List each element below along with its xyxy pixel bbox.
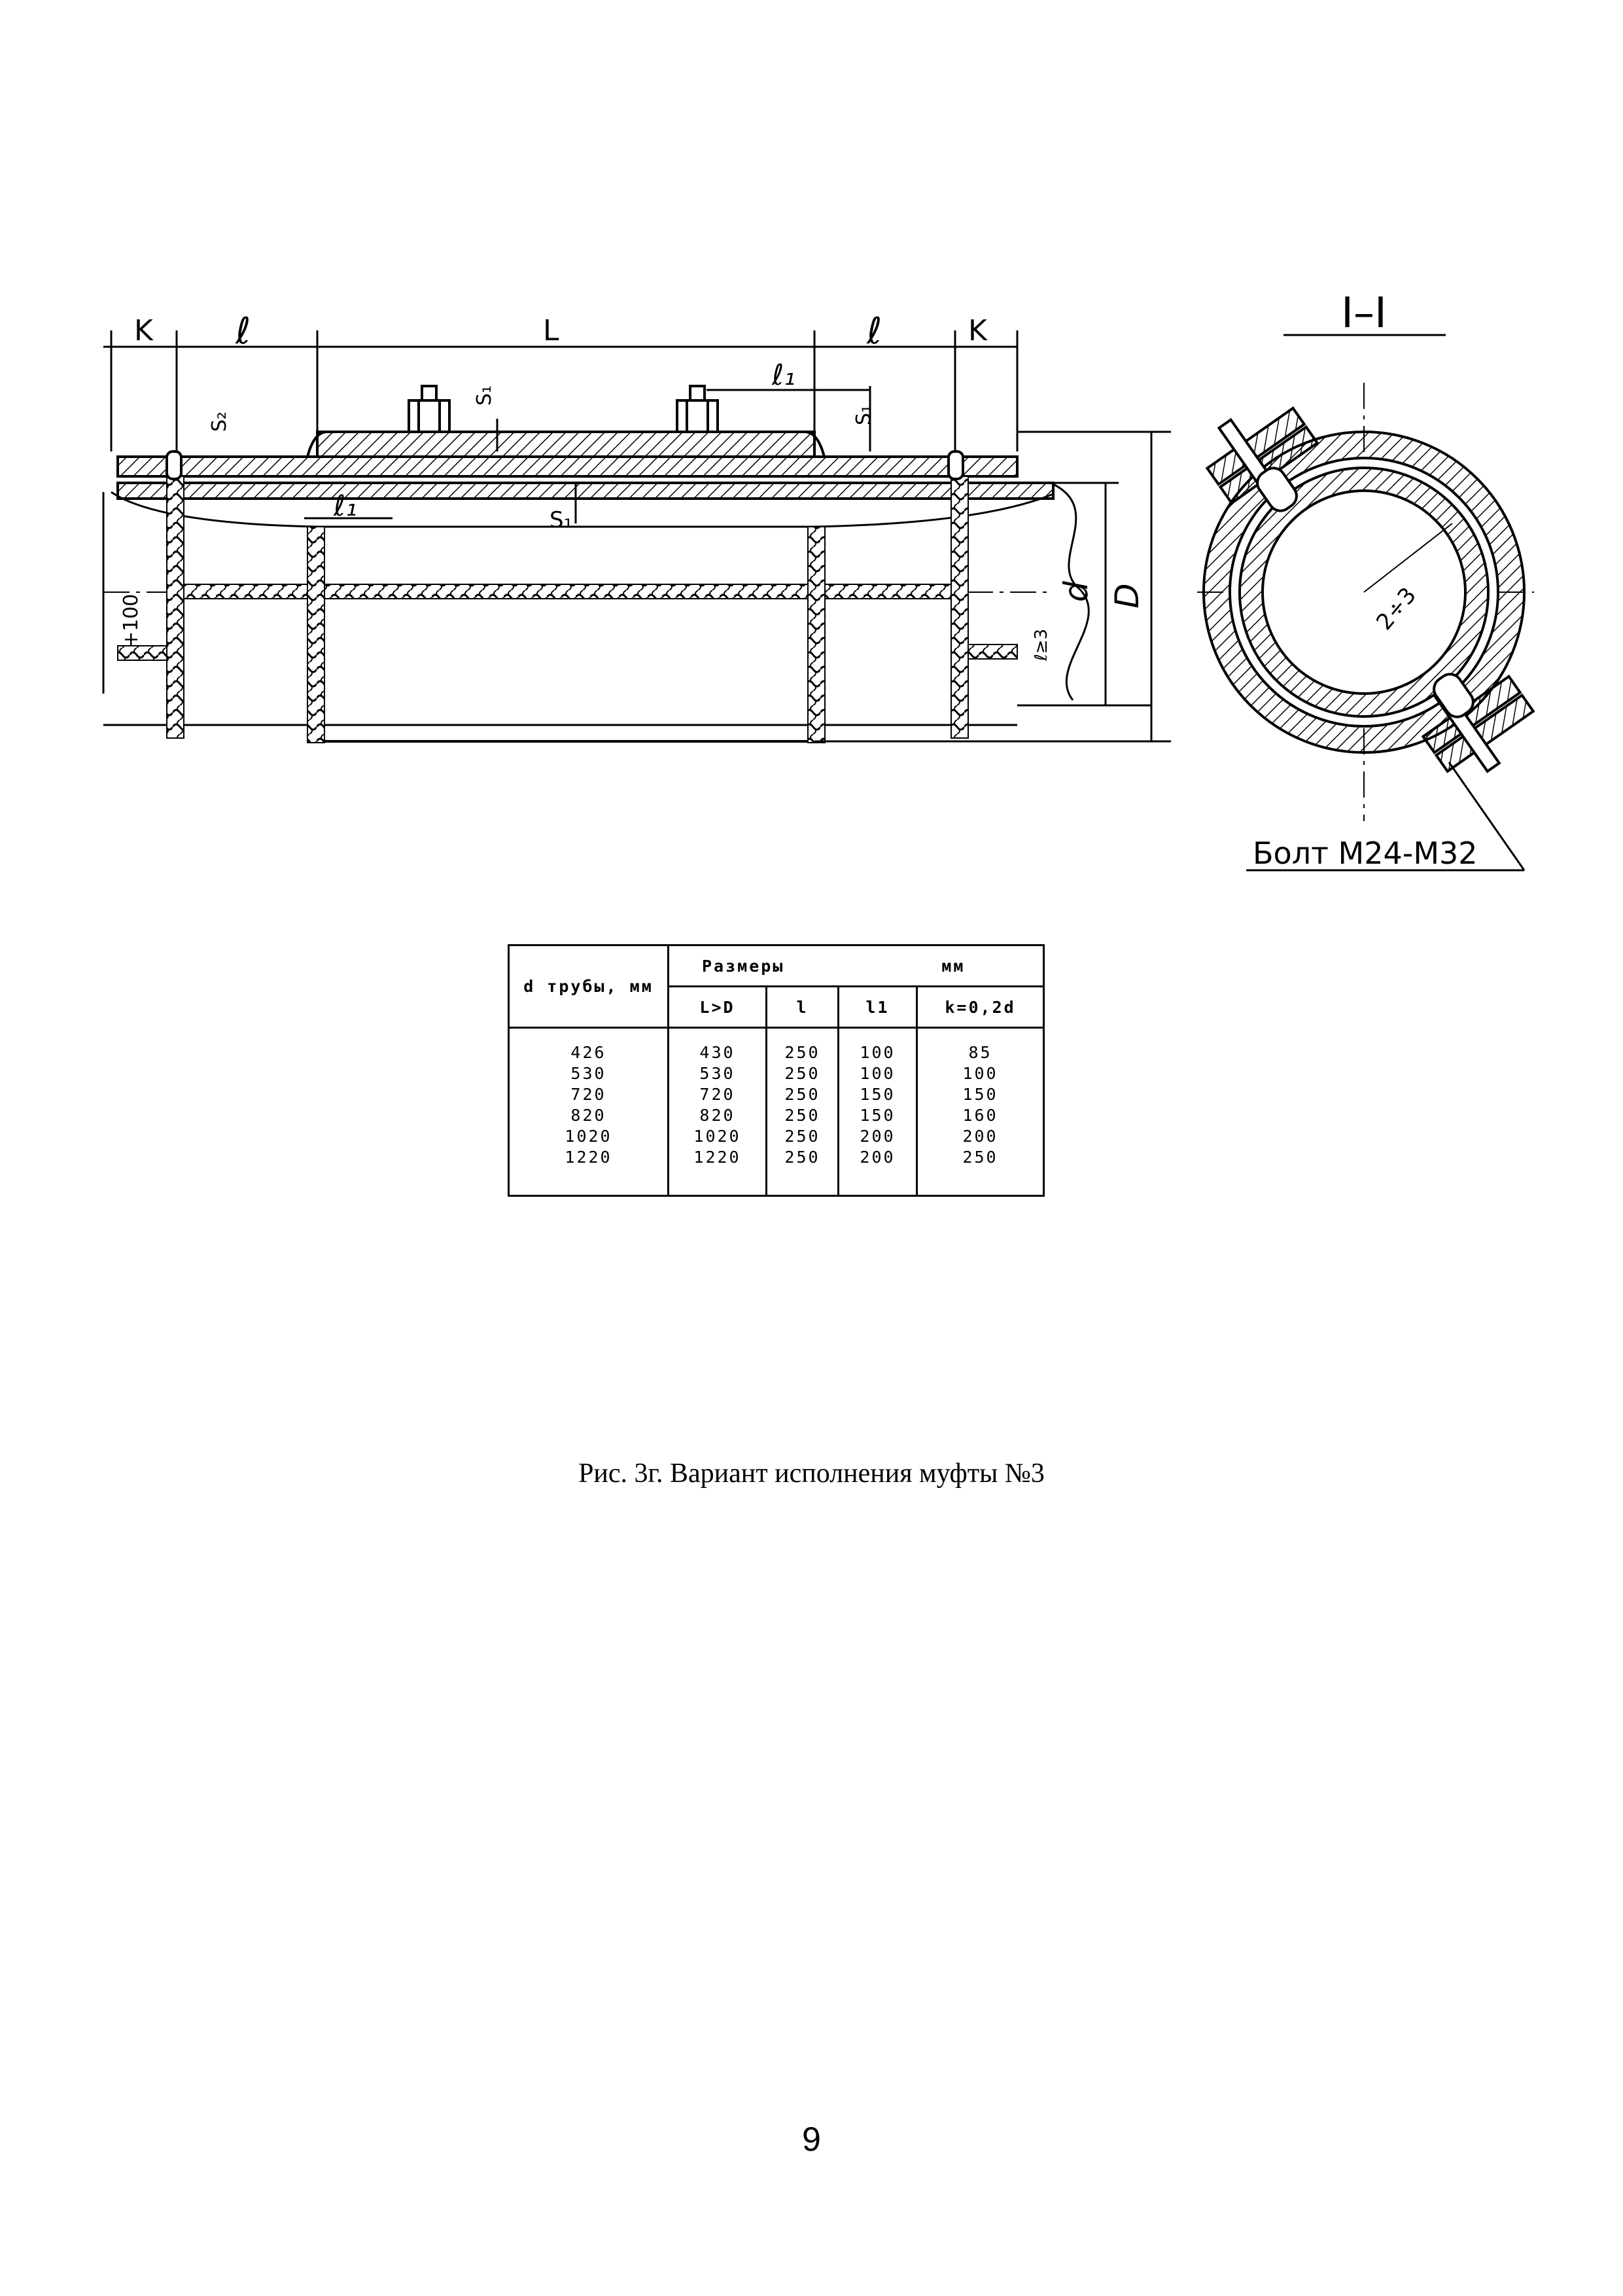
page-number: 9 — [802, 2121, 821, 2159]
cross-section-view — [1197, 334, 1535, 872]
bolt-right — [676, 385, 719, 433]
header-col-l1: l1 — [837, 985, 918, 1029]
dim-L: L — [543, 314, 559, 347]
dimensions-table: d трубы, мм Размеры мм L>D l l1 k=0,2d 42… — [508, 944, 1045, 1197]
dim-l3: ℓ≥3 — [1032, 629, 1051, 662]
bolt-label: Болт M24-M32 — [1253, 836, 1478, 871]
dim-s1-bottom: S₁ — [550, 507, 572, 533]
longitudinal-view — [102, 330, 1171, 743]
header-dimensions-label: Размеры — [702, 956, 785, 976]
dim-s1-top-right: S₁ — [852, 405, 875, 425]
header-dimensions: Размеры мм — [667, 944, 1045, 987]
dim-l1-top: ℓ₁ — [771, 359, 795, 392]
figure-caption: Рис. 3г. Вариант исполнения муфты №3 — [578, 1458, 1045, 1489]
header-col-l: l — [765, 985, 839, 1029]
dim-l-right: ℓ — [866, 310, 882, 353]
dim-offset-100: +100 — [120, 594, 143, 648]
header-col-k: k=0,2d — [915, 985, 1045, 1029]
dim-d-small: d — [1057, 581, 1095, 602]
header-pipe-diameter: d трубы, мм — [508, 944, 669, 1029]
dim-s1-top-left: S₁ — [473, 385, 496, 406]
header-unit: мм — [941, 956, 966, 976]
dim-k-left: K — [134, 314, 154, 347]
dim-k-right: K — [968, 314, 988, 347]
dim-l-left: ℓ — [235, 310, 251, 353]
bolt-left — [408, 385, 451, 433]
section-label: I–I — [1341, 289, 1387, 338]
dim-D-large: D — [1108, 583, 1146, 609]
dim-s2: S₂ — [208, 412, 231, 432]
header-col-L: L>D — [667, 985, 767, 1029]
dimension-labels: K ℓ L ℓ K ℓ₁ ℓ₁ S₁ S₁ S₁ S₂ +100 d D ℓ≥3 — [120, 310, 1146, 662]
dim-l1-bottom: ℓ₁ — [333, 489, 357, 523]
